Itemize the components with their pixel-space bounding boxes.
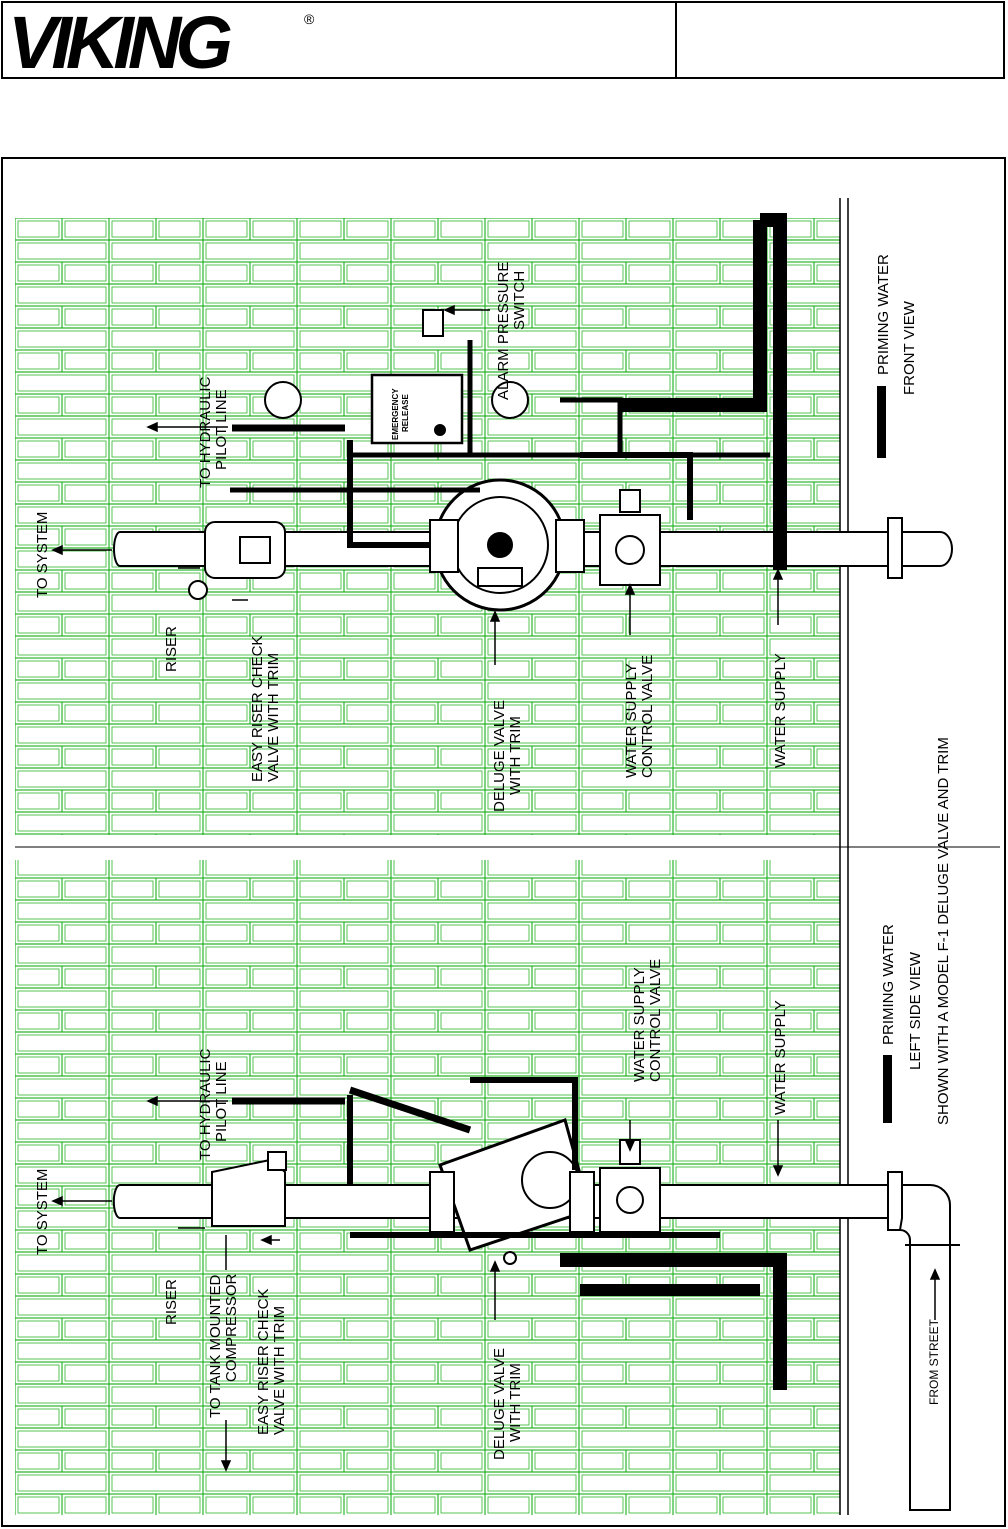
front-easy-riser-gauge bbox=[188, 580, 208, 600]
side-drip-check bbox=[503, 1251, 517, 1265]
front-gauge-2 bbox=[491, 381, 529, 419]
side-supply-elbow bbox=[898, 1184, 951, 1511]
front-deluge-nameplate bbox=[477, 567, 523, 587]
side-street-text: FROM STREET bbox=[927, 1318, 941, 1405]
side-label-ws-control-1: WATER SUPPLY bbox=[631, 967, 648, 1082]
front-hydraulic-arrowhead bbox=[146, 421, 158, 433]
front-ws-valve-disc bbox=[615, 535, 645, 565]
side-deluge-flange-r bbox=[569, 1171, 595, 1233]
side-view-labels bbox=[51, 1055, 941, 1472]
side-label-easy-riser-1: EASY RISER CHECK bbox=[255, 1289, 272, 1435]
front-label-to-hydraulic-2: PILOT LINE bbox=[213, 389, 230, 470]
side-deluge-flange-l bbox=[429, 1171, 455, 1233]
side-label-compressor-2: COMPRESSOR bbox=[223, 1273, 240, 1382]
side-view-title: LEFT SIDE VIEW bbox=[907, 951, 924, 1070]
front-label-ws-control-2: CONTROL VALVE bbox=[639, 655, 656, 778]
front-label-easy-riser-2: VALVE WITH TRIM bbox=[265, 653, 282, 782]
front-emergency-release-knob bbox=[434, 424, 446, 436]
side-easy-riser-cap bbox=[267, 1151, 287, 1171]
side-legend-swatch bbox=[883, 1055, 892, 1123]
front-drain-pipe bbox=[620, 220, 767, 412]
front-view-labels bbox=[51, 304, 886, 665]
front-label-to-system: TO SYSTEM bbox=[34, 512, 51, 598]
side-label-deluge-2: WITH TRIM bbox=[507, 1363, 524, 1442]
viking-logo: VIKING ® bbox=[8, 6, 315, 76]
side-label-riser: RISER bbox=[163, 1279, 180, 1325]
front-label-deluge-1: DELUGE VALVE bbox=[491, 700, 508, 812]
front-emergency-text: EMERGENCY RELEASE bbox=[391, 388, 410, 440]
registered-mark: ® bbox=[304, 11, 315, 27]
front-easy-riser-cover bbox=[239, 536, 271, 564]
front-supply-flange bbox=[887, 517, 903, 579]
front-label-riser: RISER bbox=[163, 626, 180, 672]
front-deluge-flange-l bbox=[429, 519, 459, 573]
side-label-to-system: TO SYSTEM bbox=[34, 1169, 51, 1255]
front-label-ws-control-1: WATER SUPPLY bbox=[623, 663, 640, 778]
page-header: VIKING ® bbox=[0, 0, 1008, 82]
side-label-water-supply: WATER SUPPLY bbox=[772, 1000, 789, 1115]
side-easy-riser-body bbox=[211, 1158, 286, 1227]
front-label-emergency: EMERGENCY bbox=[391, 388, 400, 440]
side-trim-pipe-3 bbox=[470, 1077, 578, 1170]
side-view-text: TO SYSTEM TO HYDRAULIC PILOT LINE RISER … bbox=[34, 737, 952, 1460]
front-label-release: RELEASE bbox=[401, 394, 410, 432]
front-label-alarm-2: SWITCH bbox=[511, 271, 528, 330]
front-ws-valve-handwheel bbox=[619, 489, 641, 513]
floor-lines bbox=[15, 198, 1000, 1515]
front-label-easy-riser-1: EASY RISER CHECK bbox=[249, 636, 266, 782]
side-label-deluge-1: DELUGE VALVE bbox=[491, 1348, 508, 1460]
front-legend-swatch bbox=[877, 386, 886, 458]
front-deluge-flange-r bbox=[555, 519, 585, 573]
front-priming-segment-2 bbox=[580, 452, 693, 520]
front-label-alarm-1: ALARM PRESSURE bbox=[495, 262, 512, 400]
front-view-title: FRONT VIEW bbox=[901, 300, 918, 395]
front-deluge-hub bbox=[487, 532, 513, 558]
front-label-deluge-2: WITH TRIM bbox=[507, 716, 524, 795]
side-label-shown-with: SHOWN WITH A MODEL F-1 DELUGE VALVE AND … bbox=[935, 737, 952, 1125]
header-box bbox=[1, 1, 1005, 79]
front-emergency-release-box bbox=[370, 373, 464, 445]
side-label-priming-water: PRIMING WATER bbox=[880, 924, 897, 1045]
side-drain-pipe bbox=[560, 1253, 787, 1390]
side-trim-pipe-4 bbox=[348, 1086, 472, 1134]
front-alarm-switch bbox=[422, 309, 444, 337]
side-label-from-street: FROM STREET bbox=[927, 1318, 941, 1405]
front-to-system-arrowhead bbox=[51, 544, 63, 556]
header-divider bbox=[675, 1, 677, 79]
front-view-text: TO SYSTEM TO HYDRAULIC PILOT LINE RISER … bbox=[34, 254, 918, 812]
drawing-frame bbox=[1, 157, 1006, 1527]
side-label-easy-riser-2: VALVE WITH TRIM bbox=[271, 1306, 288, 1435]
side-supply-flange bbox=[887, 1171, 903, 1231]
front-label-to-hydraulic-1: TO HYDRAULIC bbox=[197, 376, 214, 488]
side-label-compressor-1: TO TANK MOUNTED bbox=[207, 1274, 224, 1418]
logo-text: VIKING bbox=[8, 6, 231, 76]
front-label-priming-water: PRIMING WATER bbox=[875, 254, 892, 375]
side-label-to-hydraulic-2: PILOT LINE bbox=[213, 1061, 230, 1142]
side-ws-valve-disc bbox=[616, 1186, 644, 1214]
front-label-water-supply: WATER SUPPLY bbox=[772, 653, 789, 768]
front-drain-pipe-2 bbox=[760, 213, 787, 570]
side-label-ws-control-2: CONTROL VALVE bbox=[647, 959, 664, 1082]
front-gauge-1 bbox=[264, 381, 302, 419]
side-view-drawing bbox=[112, 1077, 960, 1511]
front-view-drawing bbox=[113, 213, 953, 612]
side-label-to-hydraulic-1: TO HYDRAULIC bbox=[197, 1048, 214, 1160]
